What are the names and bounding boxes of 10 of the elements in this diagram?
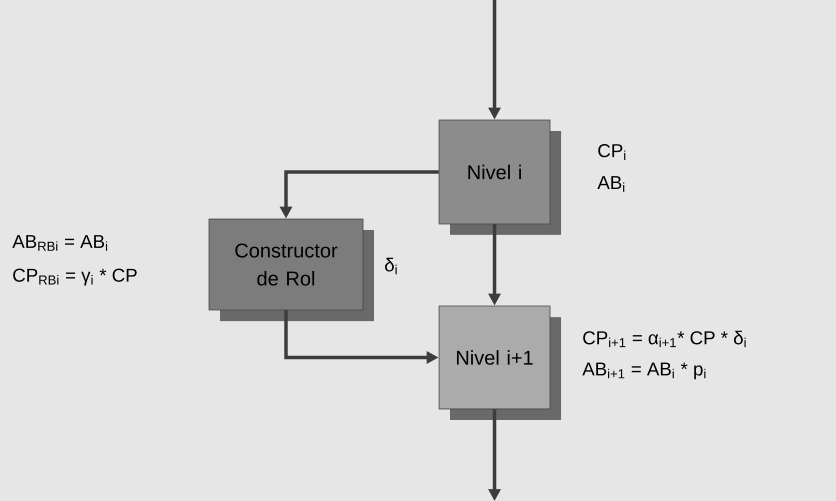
process-box: Nivel i xyxy=(438,120,562,235)
process-box: Constructor de Rol xyxy=(208,218,374,322)
formula-text: CP$_{i}$ xyxy=(598,144,626,160)
formula-text: AB$_{i}$ xyxy=(597,176,624,192)
formula-text: AB$_{i+1}$ = AB$_{i}$ * p$_{i}$ xyxy=(582,362,706,380)
process-box: Nivel i+1 xyxy=(438,306,562,420)
formula-text: CP$_{RBi}$ = γ$_{i}$ * CP xyxy=(13,268,137,286)
formula-text: AB$_{RBi}$ = AB$_{i}$ xyxy=(12,235,108,251)
formula-text: CP$_{i+1}$ = α$_{i+1}$* CP * δ$_{i}$ xyxy=(583,330,746,348)
formula-text: δ$_{i}$ xyxy=(385,258,397,274)
